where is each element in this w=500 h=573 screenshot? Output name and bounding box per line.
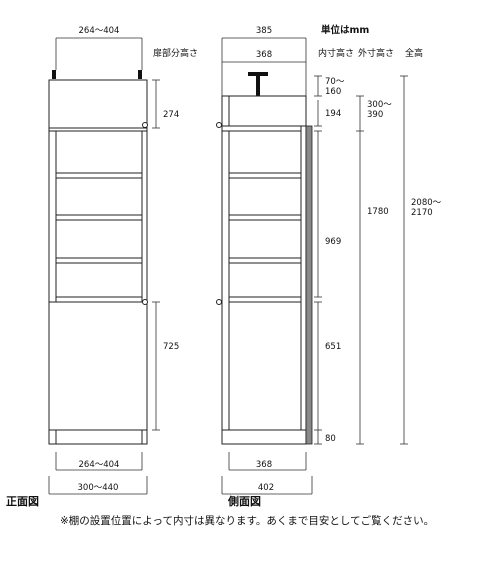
front-shelf-3 [55,257,143,264]
side-upper-inner: 194 [325,109,341,119]
side-depth-outer-bottom: 402 [258,483,274,493]
front-shelf-1 [55,172,143,179]
side-depth-inner-bottom: 368 [256,460,272,470]
unit-label: 単位はmm [321,24,369,36]
side-plinth-height: 80 [325,434,336,444]
side-view-title: 側面図 [227,494,261,508]
side-upper-outer: 300～390 [367,100,392,120]
side-shelf-4 [228,296,302,303]
front-top-width-label: 264～404 [79,26,120,36]
front-outer-width-label: 300～440 [78,483,119,493]
side-lower-hinge-icon [216,299,222,305]
front-lower-door [48,301,148,431]
front-view-title: 正面図 [6,494,39,508]
side-depth-inner-top: 368 [256,50,272,60]
front-view: 264～404 274 扉部分高さ 725 [6,26,198,508]
col-outer-heights-header: 外寸高さ [358,47,394,59]
front-lower-door-height: 725 [163,342,179,352]
side-depth-total: 385 [256,26,272,36]
footnote: ※棚の設置位置によって内寸は異なります。あくまで目安としてご覧ください。 [60,514,434,527]
front-shelf-2 [55,214,143,221]
front-right-adjuster-icon [138,70,142,79]
front-shelf-4 [55,296,143,303]
front-lower-hinge-icon [142,299,148,305]
side-upper-box [221,95,307,131]
side-adjuster-rod-icon [256,76,260,98]
side-lower-inner: 651 [325,342,341,352]
side-shelf-1 [228,172,302,179]
side-shelf-3 [228,257,302,264]
side-middle-inner: 969 [325,237,341,247]
col-total-header: 全高 [405,47,423,59]
front-upper-hinge-icon [142,122,148,128]
side-total-height: 2080～2170 [411,198,442,218]
side-upper-hinge-icon [216,122,222,128]
side-body-outer: 1780 [367,207,389,217]
front-upper-box [48,79,148,129]
front-inner-width-label: 264～404 [79,460,120,470]
front-upper-door-height: 274 [163,110,179,120]
side-back-panel [305,125,313,445]
front-upper-door-caption: 扉部分高さ [153,47,198,59]
side-main-body [221,130,307,445]
col-inner-heights-header: 内寸高さ [318,47,354,59]
side-gap-top: 70～160 [325,77,345,97]
front-left-adjuster-icon [52,70,56,79]
side-view: 385 368 70～160 194 [216,24,442,508]
side-shelf-2 [228,214,302,221]
side-adjuster-head-icon [248,72,268,76]
